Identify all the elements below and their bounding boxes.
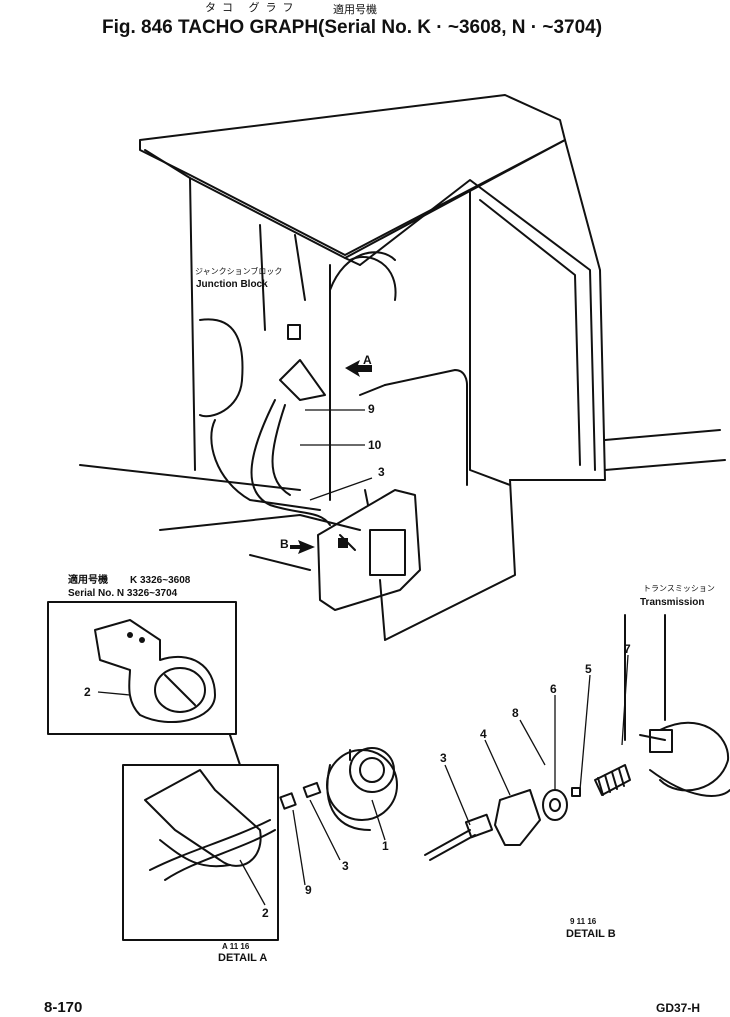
callout-6: 6 xyxy=(550,682,557,696)
detail-b-nums: 9 11 16 xyxy=(570,917,597,926)
callout-4: 4 xyxy=(480,727,487,741)
model-code: GD37-H xyxy=(656,1001,701,1015)
arrow-b-shape xyxy=(290,540,315,554)
detail-a-label: DETAIL A xyxy=(218,952,268,964)
serial-k-label: K 3326~3608 xyxy=(130,575,191,586)
tachograph-meter xyxy=(326,747,398,831)
serial-n-label: Serial No. N 3326~3704 xyxy=(68,588,178,599)
callout-1: 1 xyxy=(382,839,389,853)
cab-roof xyxy=(139,94,566,471)
callout-5: 5 xyxy=(585,662,592,676)
inset-detail-a xyxy=(122,734,279,941)
title-kana-applicable: 適用号機 xyxy=(333,3,377,16)
callout-9-detail-a: 9 xyxy=(305,883,312,897)
tacho-housing xyxy=(317,489,421,611)
cable-connector xyxy=(279,781,322,810)
transmission-label-jp: トランスミッション xyxy=(643,584,715,593)
leader-lines xyxy=(97,654,629,906)
cab-body xyxy=(79,139,726,641)
callout-3-main: 3 xyxy=(378,465,385,479)
callout-8: 8 xyxy=(512,706,519,720)
serial-jp-label: 適用号機 xyxy=(68,575,108,586)
arrow-a-shape xyxy=(345,360,372,377)
callout-2-detail-a: 2 xyxy=(262,906,269,920)
drive-parts xyxy=(424,614,730,861)
junction-block-label-jp: ジャンクションブロック xyxy=(195,267,283,276)
junction-block-wiring xyxy=(250,324,373,526)
transmission-label: Transmission xyxy=(640,597,705,608)
detail-b-label: DETAIL B xyxy=(566,928,616,940)
arrow-a-label: A xyxy=(363,353,372,367)
callout-10-main: 10 xyxy=(368,438,382,452)
serial-range: (Serial No. K · ~3608, N · ~3704) xyxy=(318,17,603,38)
inset-upper xyxy=(47,601,237,735)
title-kana: タコ グラフ xyxy=(205,1,300,14)
callout-9-main: 9 xyxy=(368,402,375,416)
figure-title: Fig. 846 TACHO GRAPH xyxy=(102,17,319,38)
callout-3-detail-b: 3 xyxy=(440,751,447,765)
callout-7: 7 xyxy=(624,642,631,656)
page-number: 8-170 xyxy=(44,999,83,1016)
junction-block-label: Junction Block xyxy=(196,279,268,290)
callout-2-upper: 2 xyxy=(84,685,91,699)
detail-a-nums: A 11 16 xyxy=(222,942,250,951)
callout-3-detail-a: 3 xyxy=(342,859,349,873)
arrow-b-label: B xyxy=(280,537,289,551)
